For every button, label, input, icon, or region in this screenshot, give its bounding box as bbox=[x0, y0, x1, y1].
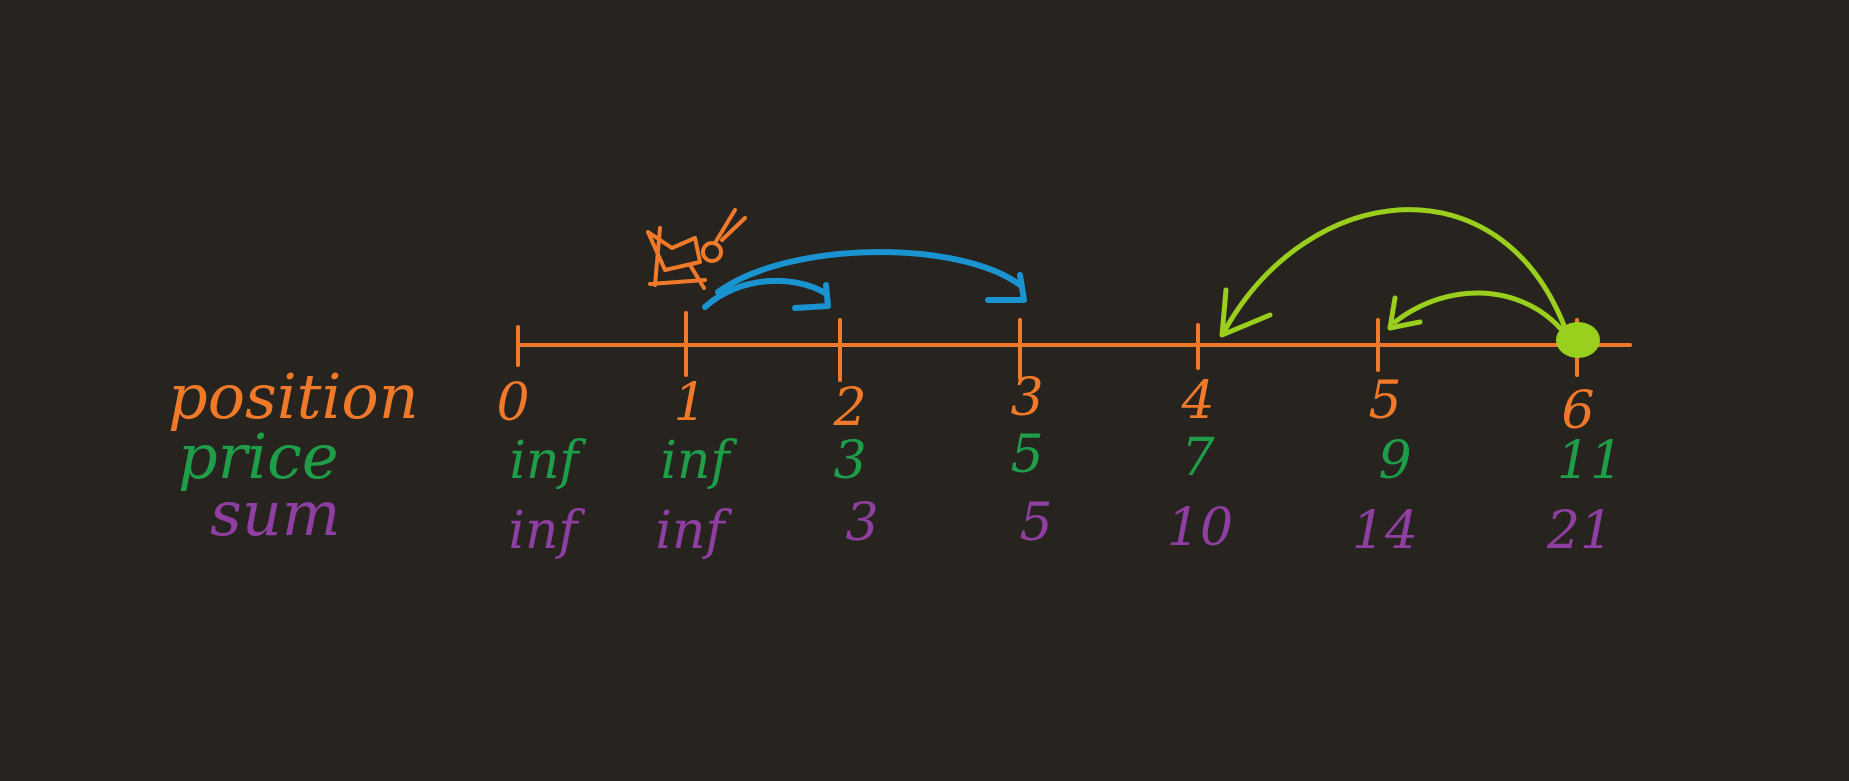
sum-value: 10 bbox=[1167, 498, 1233, 558]
position-row: 0 1 2 3 4 5 6 bbox=[496, 368, 1594, 441]
price-value: inf bbox=[509, 431, 586, 491]
position-value: 0 bbox=[496, 373, 529, 433]
sum-value: 21 bbox=[1546, 501, 1613, 561]
sum-row: inf inf 3 5 10 14 21 bbox=[508, 493, 1613, 561]
sum-value: inf bbox=[508, 501, 585, 561]
sum-value: 3 bbox=[845, 493, 878, 553]
blue-arrow-1-to-2 bbox=[702, 277, 828, 310]
position-value: 3 bbox=[1010, 368, 1043, 428]
price-value: 3 bbox=[833, 431, 866, 491]
price-value: 5 bbox=[1010, 425, 1043, 485]
price-row: inf inf 3 5 7 9 11 bbox=[509, 425, 1623, 491]
sum-value: inf bbox=[655, 501, 732, 561]
robot-icon bbox=[646, 208, 747, 290]
label-position: position bbox=[168, 360, 419, 433]
sum-value: 5 bbox=[1019, 493, 1052, 553]
price-value: inf bbox=[660, 431, 737, 491]
position-value: 4 bbox=[1180, 371, 1214, 431]
position-value: 6 bbox=[1561, 381, 1594, 441]
price-value: 7 bbox=[1181, 428, 1215, 488]
blue-arrow-1-to-3 bbox=[715, 249, 1023, 295]
dot-icon bbox=[1556, 322, 1600, 358]
price-value: 11 bbox=[1557, 431, 1623, 491]
green-arrow-6-to-4-head bbox=[1219, 287, 1273, 338]
blue-arrow-1-to-2-head bbox=[792, 282, 831, 311]
label-price: price bbox=[178, 420, 339, 493]
price-value: 9 bbox=[1378, 431, 1411, 491]
sum-value: 14 bbox=[1352, 501, 1418, 561]
position-value: 2 bbox=[832, 378, 866, 438]
green-arrow-6-to-5-head bbox=[1387, 295, 1423, 331]
green-arrow-6-to-4 bbox=[1222, 207, 1568, 333]
blue-arrow-1-to-3-head bbox=[985, 272, 1027, 303]
label-sum: sum bbox=[210, 477, 341, 550]
green-arrow-6-to-5 bbox=[1392, 290, 1563, 331]
position-value: 1 bbox=[673, 373, 706, 433]
position-value: 5 bbox=[1368, 371, 1401, 431]
